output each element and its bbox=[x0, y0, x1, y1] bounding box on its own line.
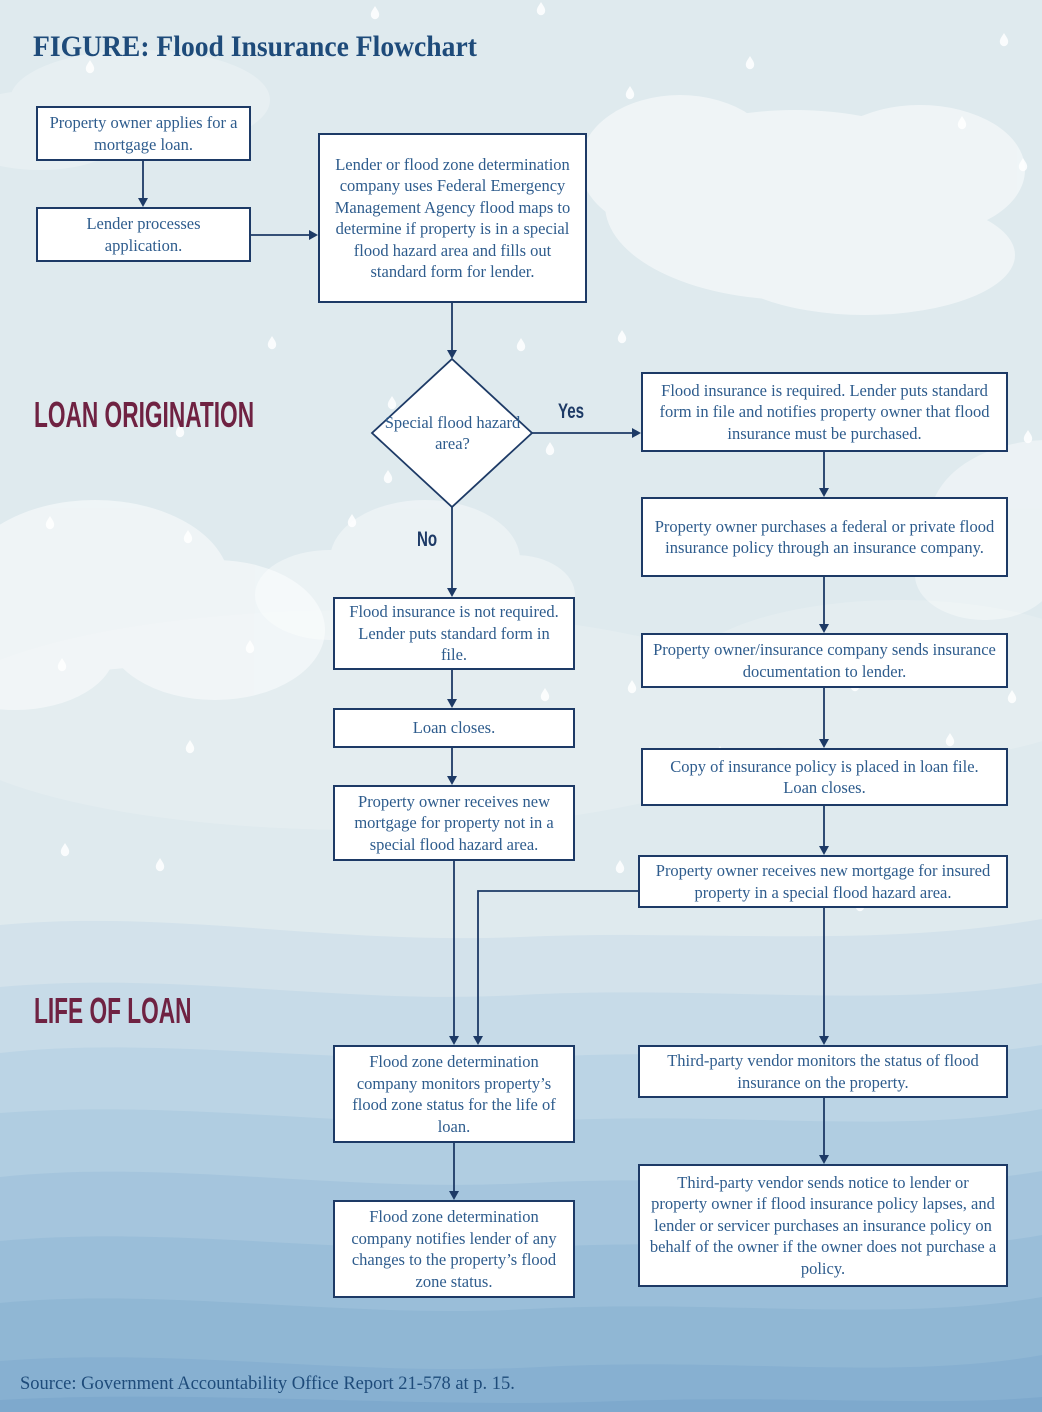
flow-box-vendor-notice: Third-party vendor sends notice to lende… bbox=[638, 1164, 1008, 1287]
connector-required-to-purchase bbox=[819, 452, 829, 497]
flow-box-fzd-notifies: Flood zone determination company notifie… bbox=[333, 1200, 575, 1298]
flow-box-insurance-required: Flood insurance is required. Lender puts… bbox=[641, 372, 1008, 452]
wave-9 bbox=[0, 1396, 1042, 1412]
wave-8 bbox=[0, 1355, 1042, 1412]
flow-box-copy-policy-loan-closes: Copy of insurance policy is placed in lo… bbox=[641, 748, 1008, 806]
connector-determine-to-decision bbox=[447, 303, 457, 359]
connector-process-to-determine bbox=[251, 230, 318, 240]
connector-mortgagesfha-to-fzdmonitors bbox=[473, 890, 638, 1045]
connector-fzdmonitors-to-fzdnotifies bbox=[449, 1143, 459, 1200]
connector-mortgage-to-fzdmonitors bbox=[449, 861, 459, 1045]
cloud-top-right bbox=[580, 95, 1025, 315]
connector-mortgagesfha-to-vendormonitors bbox=[819, 908, 829, 1045]
flow-box-vendor-monitors: Third-party vendor monitors the status o… bbox=[638, 1045, 1008, 1098]
flow-box-fzd-monitors: Flood zone determination company monitor… bbox=[333, 1045, 575, 1143]
connector-loancloses-to-mortgage bbox=[447, 748, 457, 785]
section-label-loan-origination: LOAN ORIGINATION bbox=[34, 394, 255, 435]
section-label-life-of-loan: LIFE OF LOAN bbox=[34, 990, 192, 1031]
decision-label: Special flood hazard area? bbox=[384, 412, 521, 454]
flow-box-apply-mortgage: Property owner applies for a mortgage lo… bbox=[36, 106, 251, 161]
flow-box-owner-purchases-policy: Property owner purchases a federal or pr… bbox=[641, 497, 1008, 577]
connector-notrequired-to-loancloses bbox=[447, 670, 457, 708]
flow-box-mortgage-not-sfha: Property owner receives new mortgage for… bbox=[333, 785, 575, 861]
flow-box-insurance-not-required: Flood insurance is not required. Lender … bbox=[333, 597, 575, 670]
connector-copypolicy-to-mortgagesfha bbox=[819, 806, 829, 855]
decision-diamond bbox=[370, 357, 534, 509]
flow-box-lender-processes: Lender processes application. bbox=[36, 207, 251, 262]
branch-label-no: No bbox=[417, 528, 438, 551]
flow-box-mortgage-insured-sfha: Property owner receives new mortgage for… bbox=[638, 855, 1008, 908]
flow-box-flood-zone-determination: Lender or flood zone determination compa… bbox=[318, 133, 587, 303]
connector-decision-no bbox=[447, 507, 457, 597]
branch-label-yes: Yes bbox=[558, 400, 585, 423]
figure-title: FIGURE: Flood Insurance Flowchart bbox=[33, 30, 477, 63]
connector-decision-yes bbox=[532, 428, 641, 438]
source-citation: Source: Government Accountability Office… bbox=[20, 1374, 515, 1394]
cloud-left-middle bbox=[0, 500, 325, 710]
flow-box-loan-closes: Loan closes. bbox=[333, 708, 575, 748]
connector-purchase-to-senddocs bbox=[819, 577, 829, 633]
flow-box-sends-documentation: Property owner/insurance company sends i… bbox=[641, 633, 1008, 688]
connector-vendormonitors-to-vendornotice bbox=[819, 1098, 829, 1164]
connector-apply-to-process bbox=[138, 161, 148, 207]
connector-senddocs-to-copypolicy bbox=[819, 688, 829, 748]
